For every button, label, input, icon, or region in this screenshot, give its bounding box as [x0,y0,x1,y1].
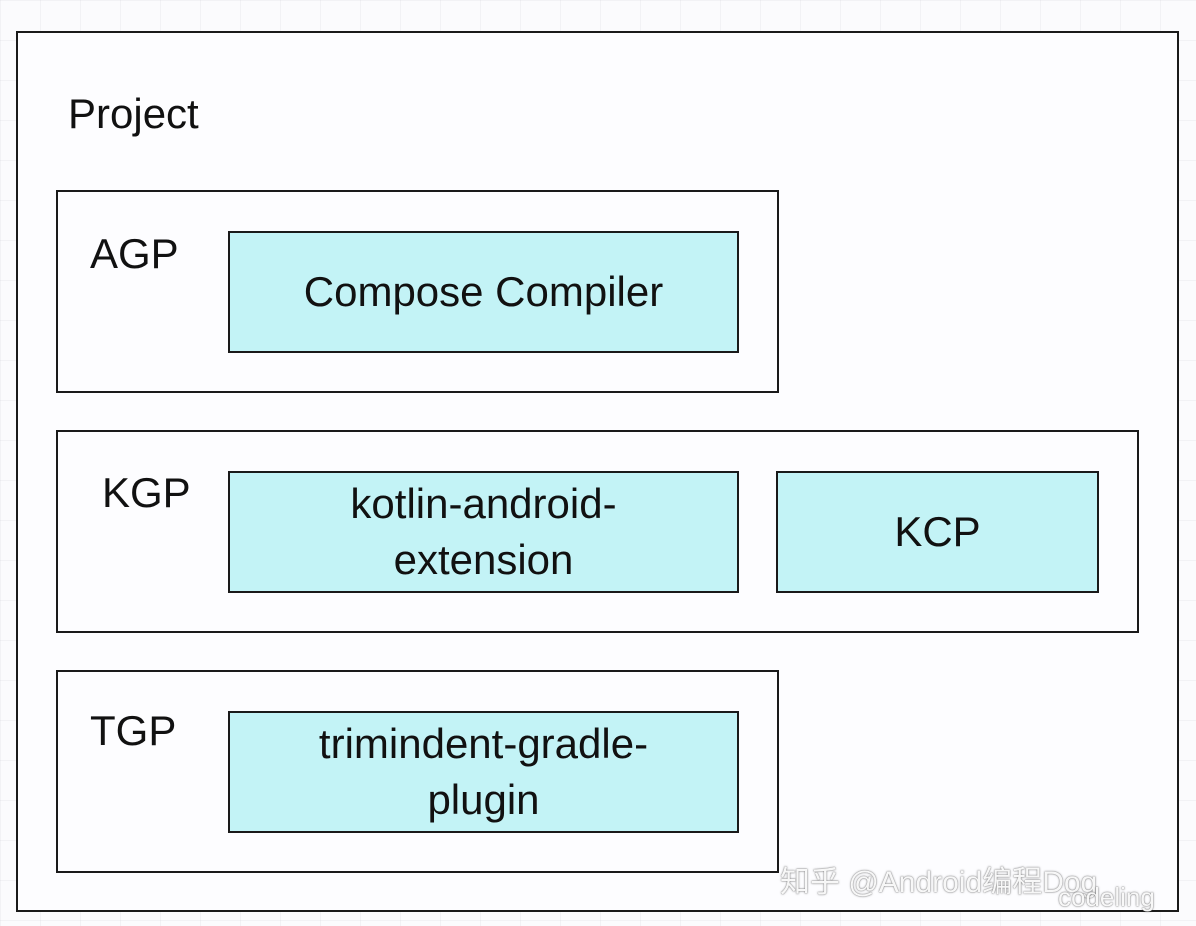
compose-compiler-box: Compose Compiler [228,231,739,353]
trimindent-gradle-plugin-label: trimindent-gradle- plugin [318,720,649,823]
project-label: Project [68,90,199,137]
kotlin-android-extension-label: kotlin-android- extension [350,480,617,583]
kotlin-android-extension-box: kotlin-android- extension [228,471,739,593]
compose-compiler-label: Compose Compiler [303,268,664,315]
watermark-subtext: codeling [1058,882,1155,912]
kcp-label: KCP [894,508,981,555]
watermark-text: 知乎 @Android编程Dog [780,866,1098,899]
kgp-label: KGP [102,469,191,516]
trimindent-gradle-plugin-box: trimindent-gradle- plugin [228,711,739,833]
agp-label: AGP [90,230,179,277]
tgp-label: TGP [90,707,177,754]
kcp-box: KCP [776,471,1099,593]
